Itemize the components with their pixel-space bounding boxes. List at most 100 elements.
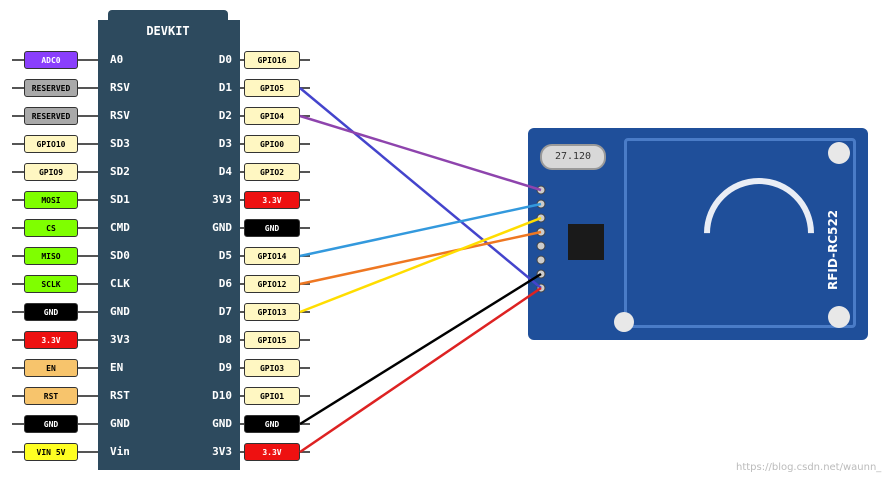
- pin-left-label: SD0: [110, 249, 130, 262]
- pin-lead: [78, 367, 98, 369]
- pin-lead: [240, 115, 244, 117]
- wire: [299, 286, 542, 454]
- pin-right-label: GND: [212, 221, 232, 234]
- pin-right-label: D0: [218, 53, 232, 66]
- pin-lead: [78, 171, 98, 173]
- pin-left-label: SD1: [110, 193, 130, 206]
- pin-lead: [12, 199, 24, 201]
- pin-right-label: GND: [212, 417, 232, 430]
- pin-right-label: D1: [218, 81, 232, 94]
- pin-lead: [300, 227, 310, 229]
- right-pin-tag: GPIO2: [244, 163, 300, 181]
- left-pin-tag: RESERVED: [24, 107, 78, 125]
- right-pin-tag: GPIO14: [244, 247, 300, 265]
- pin-left-label: SD2: [110, 165, 130, 178]
- right-pin-tag: 3.3V: [244, 443, 300, 461]
- pin-lead: [240, 227, 244, 229]
- pin-lead: [78, 451, 98, 453]
- rfid-module: 27.120: [528, 128, 868, 340]
- pin-left-label: CMD: [110, 221, 130, 234]
- pin-left-label: 3V3: [110, 333, 130, 346]
- wire: [299, 272, 542, 426]
- mount-hole: [828, 306, 850, 328]
- right-pin-tag: GND: [244, 415, 300, 433]
- antenna-area: [624, 138, 856, 328]
- pin-lead: [240, 451, 244, 453]
- left-pin-tag: VIN 5V: [24, 443, 78, 461]
- mount-hole: [614, 312, 634, 332]
- wire: [299, 202, 542, 258]
- right-pin-tag: GPIO3: [244, 359, 300, 377]
- right-pin-tag: GPIO13: [244, 303, 300, 321]
- mount-hole: [828, 142, 850, 164]
- left-pin-tag: RST: [24, 387, 78, 405]
- pin-left-label: RST: [110, 389, 130, 402]
- left-pin-tag: GND: [24, 303, 78, 321]
- pin-lead: [12, 115, 24, 117]
- pin-right-label: D4: [218, 165, 232, 178]
- board-title: DEVKIT: [146, 24, 190, 38]
- module-header-pin: [536, 241, 546, 251]
- pin-lead: [240, 143, 244, 145]
- pin-right-label: D9: [218, 361, 232, 374]
- pin-left-label: Vin: [110, 445, 130, 458]
- pin-lead: [300, 59, 310, 61]
- pin-right-label: D7: [218, 305, 232, 318]
- left-pin-tag: 3.3V: [24, 331, 78, 349]
- pin-right-label: D3: [218, 137, 232, 150]
- right-pin-tag: GPIO1: [244, 387, 300, 405]
- pin-lead: [12, 227, 24, 229]
- pin-lead: [78, 143, 98, 145]
- left-pin-tag: ADC0: [24, 51, 78, 69]
- pin-lead: [240, 395, 244, 397]
- pin-lead: [12, 451, 24, 453]
- pin-lead: [12, 143, 24, 145]
- pin-lead: [300, 395, 310, 397]
- pin-lead: [12, 367, 24, 369]
- wire: [299, 216, 542, 314]
- pin-left-label: GND: [110, 305, 130, 318]
- left-pin-tag: EN: [24, 359, 78, 377]
- pin-lead: [12, 311, 24, 313]
- wire: [299, 87, 542, 289]
- wire-group: [299, 87, 542, 454]
- pin-lead: [240, 311, 244, 313]
- pin-lead: [300, 311, 310, 313]
- pin-lead: [78, 395, 98, 397]
- right-pin-tag: GPIO0: [244, 135, 300, 153]
- pin-left-label: SD3: [110, 137, 130, 150]
- pin-lead: [78, 283, 98, 285]
- pin-lead: [12, 283, 24, 285]
- pin-lead: [300, 87, 310, 89]
- pin-lead: [300, 451, 310, 453]
- wire: [299, 230, 542, 286]
- pin-lead: [12, 59, 24, 61]
- pin-lead: [12, 87, 24, 89]
- pin-left-label: GND: [110, 417, 130, 430]
- pin-lead: [78, 199, 98, 201]
- pin-lead: [78, 311, 98, 313]
- pin-left-label: A0: [110, 53, 124, 66]
- pin-lead: [240, 283, 244, 285]
- pin-lead: [240, 339, 244, 341]
- pin-lead: [78, 227, 98, 229]
- watermark: https://blog.csdn.net/waunn_: [736, 462, 882, 473]
- right-pin-tag: GPIO15: [244, 331, 300, 349]
- right-pin-tag: GND: [244, 219, 300, 237]
- pin-lead: [240, 255, 244, 257]
- pin-right-label: D10: [212, 389, 232, 402]
- right-pin-tag: GPIO16: [244, 51, 300, 69]
- pin-lead: [240, 199, 244, 201]
- pin-lead: [300, 171, 310, 173]
- pin-left-label: CLK: [110, 277, 130, 290]
- pin-lead: [12, 339, 24, 341]
- pin-lead: [12, 255, 24, 257]
- pin-left-label: RSV: [110, 81, 130, 94]
- pin-lead: [78, 255, 98, 257]
- pin-lead: [300, 199, 310, 201]
- pin-right-label: D8: [218, 333, 232, 346]
- left-pin-tag: GPIO9: [24, 163, 78, 181]
- pin-left-label: EN: [110, 361, 124, 374]
